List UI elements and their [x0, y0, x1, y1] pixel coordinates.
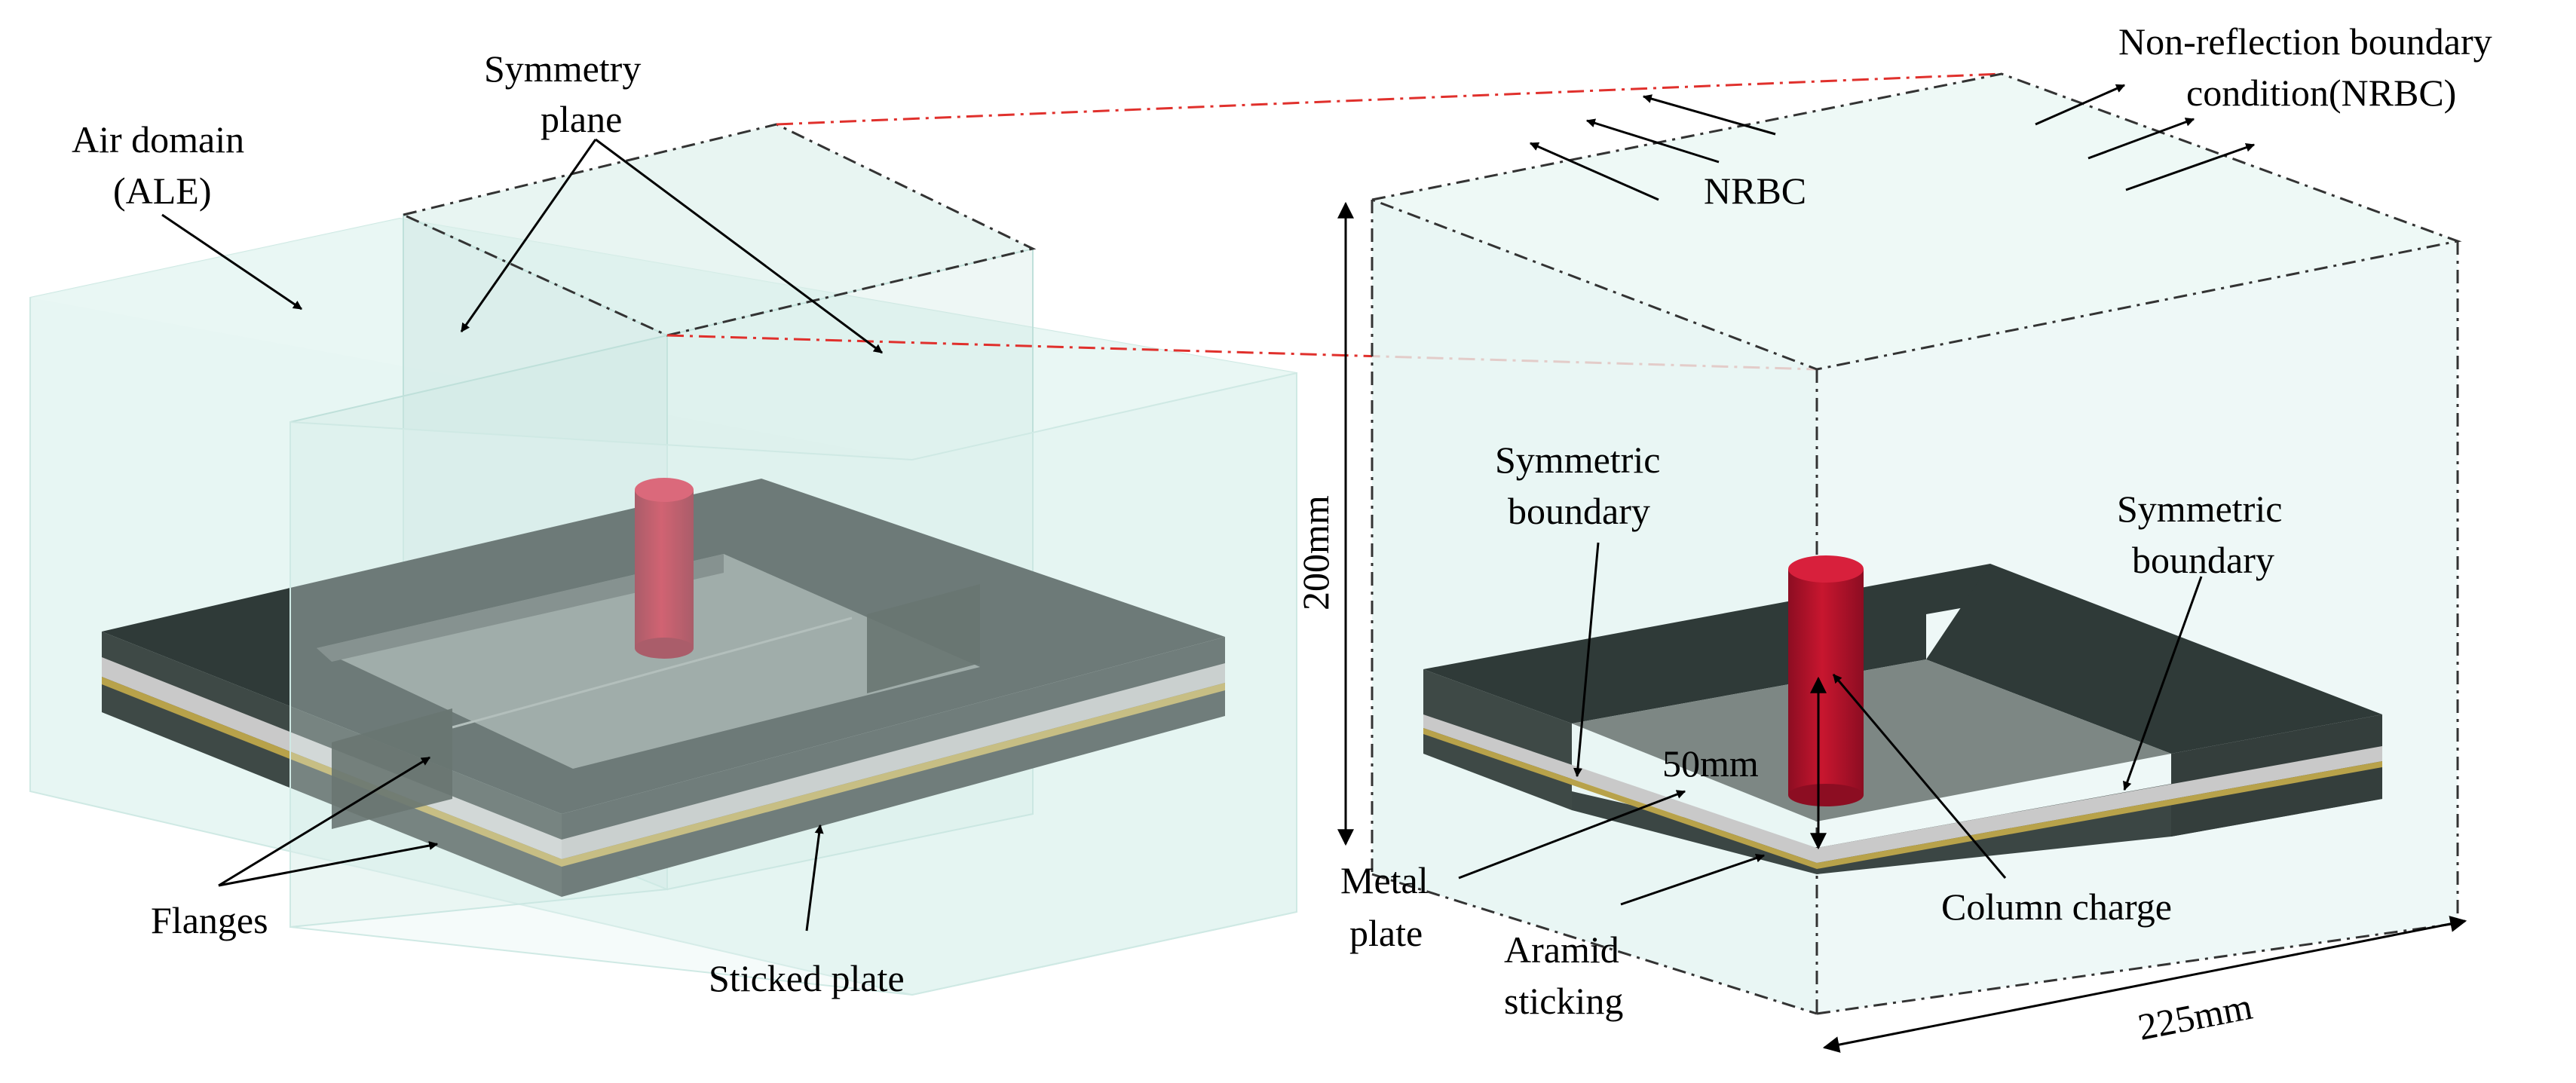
- right-column-charge: [1788, 555, 1864, 806]
- label-nrbc-top-1: Non-reflection boundary: [2118, 20, 2492, 63]
- left-model: [29, 123, 1297, 996]
- left-plate-inner-lip: [317, 554, 724, 662]
- dimension-lines: [1337, 201, 2467, 1053]
- label-aramid-1: Aramid: [1504, 929, 1619, 971]
- left-plate-midline: [452, 616, 853, 729]
- label-air-domain-1: Air domain: [72, 118, 244, 161]
- label-metal-plate-1: Metal: [1340, 859, 1429, 901]
- left-plate-inner-square: [317, 554, 980, 769]
- right-aramid-layer: [1423, 728, 2382, 869]
- label-flanges: Flanges: [151, 899, 268, 941]
- dim-200mm-text: 200mm: [1294, 495, 1337, 610]
- left-metal-layer-right: [562, 663, 1225, 859]
- label-sticked-plate: Sticked plate: [709, 957, 905, 999]
- label-air-domain-2: (ALE): [113, 170, 212, 212]
- label-symmetric-boundary-right-1: Symmetric: [2117, 488, 2282, 530]
- label-column-charge: Column charge: [1941, 886, 2172, 928]
- label-metal-plate-2: plate: [1349, 912, 1423, 954]
- right-metal-layer: [1423, 714, 2382, 863]
- air-domain-front-face: [289, 372, 1297, 996]
- label-symmetric-boundary-left-1: Symmetric: [1495, 439, 1660, 481]
- label-symmetry-plane-1: Symmetry: [484, 47, 641, 90]
- left-aramid-layer-right: [562, 683, 1225, 867]
- label-symmetric-boundary-right-2: boundary: [2132, 539, 2274, 581]
- right-model: [1371, 72, 2462, 1015]
- left-column-charge: [635, 478, 694, 659]
- text-labels: Air domain (ALE) Symmetry plane Flanges …: [72, 20, 2492, 1048]
- dim-50mm-text: 50mm: [1662, 742, 1759, 785]
- dim-225mm-line: [1822, 916, 2467, 1053]
- dim-225mm-text: 225mm: [2134, 985, 2256, 1048]
- label-nrbc: NRBC: [1704, 170, 1806, 212]
- projection-line-top: [776, 72, 2002, 126]
- label-nrbc-top-2: condition(NRBC): [2186, 72, 2456, 114]
- label-aramid-2: sticking: [1504, 980, 1623, 1022]
- annotation-arrows: [161, 84, 2256, 932]
- label-symmetric-boundary-left-2: boundary: [1508, 490, 1650, 532]
- label-symmetry-plane-2: plane: [541, 98, 622, 140]
- right-plate-top-right-flange: [1926, 564, 2382, 754]
- left-flange-recess-right: [867, 584, 980, 693]
- right-plate-recess: [1572, 659, 2171, 821]
